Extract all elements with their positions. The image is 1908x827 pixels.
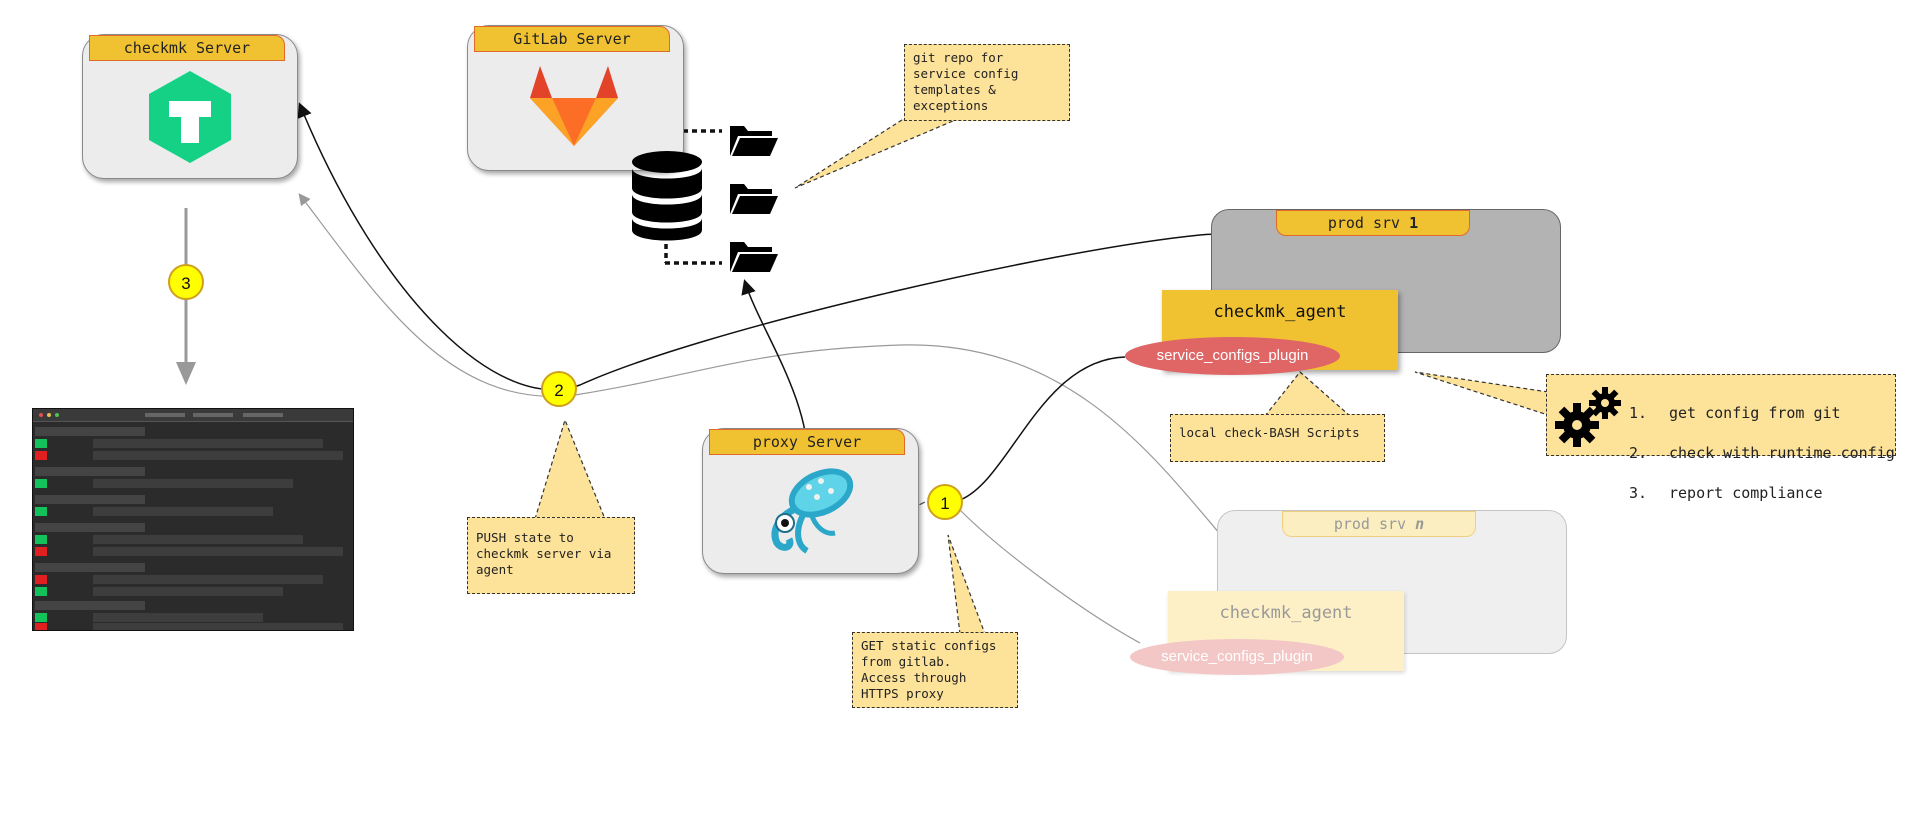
- prod-srv-n-title: prod srv n: [1282, 511, 1476, 537]
- steps-note-tail: [1414, 371, 1549, 416]
- push-line-prodn: [298, 193, 1271, 591]
- get-static-note: GET static configs from gitlab. Access t…: [852, 632, 1018, 708]
- gears-icon: [1555, 387, 1621, 447]
- local-scripts-note: local check-BASH Scripts: [1170, 414, 1385, 462]
- service-configs-plugin-1: service_configs_plugin: [1125, 337, 1340, 375]
- checkmk-server-box: checkmk Server: [82, 34, 298, 179]
- checkmk-server-title: checkmk Server: [89, 35, 285, 61]
- step-badge-2: 2: [541, 371, 577, 407]
- checkmk-logo-icon: [149, 71, 231, 163]
- step-item: 2.check with runtime config: [1629, 444, 1895, 462]
- proxy-server-title: proxy Server: [709, 429, 905, 455]
- git-repo-note-tail: [794, 117, 961, 189]
- squid-icon: [771, 468, 854, 554]
- steps-note: 1.get config from git 2.check with runti…: [1546, 374, 1896, 502]
- checkmk-dashboard-screenshot: [32, 408, 354, 631]
- proxy-server-box: proxy Server: [702, 428, 919, 574]
- checkmk-agent-1-label: checkmk_agent: [1213, 302, 1347, 322]
- git-repo-note: git repo for service config templates & …: [904, 44, 1070, 121]
- steps-list: 1.get config from git 2.check with runti…: [1629, 383, 1895, 523]
- get-note-tail: [947, 534, 986, 635]
- prod-srv-1-title: prod srv 1: [1276, 210, 1470, 236]
- get-line-prod1: [959, 356, 1126, 501]
- step-item: 1.get config from git: [1629, 404, 1841, 422]
- step-item: 3.report compliance: [1629, 484, 1823, 502]
- gitlab-server-title: GitLab Server: [474, 26, 670, 52]
- folder-icon: [730, 126, 778, 156]
- database-icon: [632, 151, 702, 241]
- step-badge-3: 3: [168, 264, 204, 300]
- step-badge-1: 1: [927, 484, 963, 520]
- folder-icon: [730, 242, 778, 272]
- gitlab-server-box: GitLab Server: [467, 25, 684, 171]
- gitlab-logo-icon: [530, 66, 618, 146]
- push-note-tail: [534, 418, 606, 520]
- get-line-prodn: [959, 509, 1141, 644]
- push-state-note: PUSH state to checkmk server via agent: [467, 517, 635, 594]
- scripts-note-tail: [1263, 371, 1352, 417]
- checkmk-agent-n-label: checkmk_agent: [1219, 603, 1353, 623]
- folder-icon: [730, 184, 778, 214]
- service-configs-plugin-n: service_configs_plugin: [1130, 639, 1344, 675]
